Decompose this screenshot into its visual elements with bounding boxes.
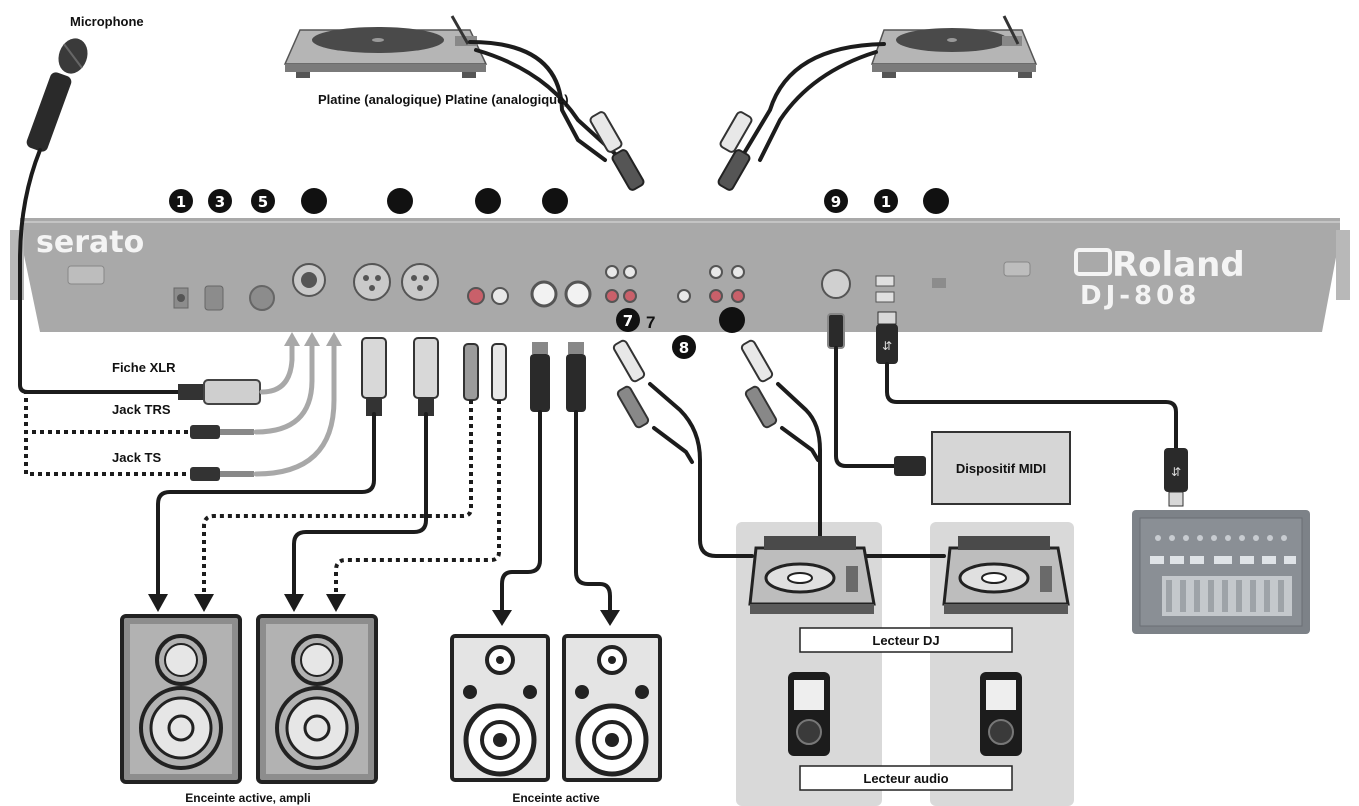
ts-jack-label: Jack TS [112, 450, 161, 465]
turntable-left [283, 15, 488, 78]
panel-connectors [67, 261, 1031, 311]
badge-blank-d [542, 188, 568, 214]
microphone-icon [26, 38, 88, 152]
usb-plug-computer: ⇵ [1164, 448, 1188, 507]
svg-text:5: 5 [258, 193, 268, 211]
active-speaker-left [450, 634, 550, 782]
svg-text:3: 3 [215, 193, 225, 211]
active-speaker-right [562, 634, 662, 782]
svg-text:Roland: Roland [1112, 245, 1245, 285]
badge-5: 5 [251, 189, 275, 213]
serato-logo: serato [36, 225, 144, 260]
rca-out-plugs [463, 343, 507, 401]
badge-3: 3 [208, 189, 232, 213]
xlr-plug [178, 379, 261, 405]
booth-out-plugs [530, 342, 586, 412]
badge-blank-a [301, 188, 327, 214]
svg-text:8: 8 [679, 339, 689, 357]
speaker-amp-left [120, 614, 242, 784]
rca-plugs-turntable-right [717, 111, 753, 191]
audio-player-right [980, 672, 1022, 756]
rca-plugs-turntable-left [589, 111, 645, 191]
active-speaker-label: Enceinte active [512, 791, 600, 805]
audio-player-label-box [799, 765, 1013, 791]
badge-7: 7 [616, 308, 640, 332]
dj-player-label-box [799, 627, 1013, 653]
badge-1: 1 [169, 189, 193, 213]
audio-player-label: Lecteur audio [863, 771, 948, 786]
model-name: DJ-808 [1080, 281, 1200, 311]
svg-text:1: 1 [176, 193, 186, 211]
rca-plugs-dj-left [612, 339, 650, 429]
rca-plugs-dj-right [740, 339, 778, 429]
ts-plug [190, 467, 254, 481]
badge-blank-b [387, 188, 413, 214]
controller-device [1132, 510, 1310, 634]
badge-blank-c [475, 188, 501, 214]
trs-plug [190, 425, 254, 439]
badge-blank-e [719, 307, 745, 333]
midi-plug [827, 313, 845, 349]
turntable-right [870, 15, 1038, 78]
master-xlr-plug-2 [413, 337, 439, 416]
master-xlr-plug-1 [361, 337, 387, 416]
turntables-label: Platine (analogique) Platine (analogique… [318, 92, 569, 107]
dj-player-label: Lecteur DJ [872, 633, 939, 648]
label-7: 7 [646, 313, 655, 332]
svg-text:⇵: ⇵ [882, 339, 892, 353]
svg-text:1: 1 [881, 193, 891, 211]
svg-text:9: 9 [831, 193, 841, 211]
midi-device-label: Dispositif MIDI [956, 461, 1046, 476]
badge-9: 9 [824, 189, 848, 213]
badge-blank-f [923, 188, 949, 214]
svg-text:7: 7 [623, 312, 633, 330]
badge-8: 8 [672, 335, 696, 359]
xlr-plug-label: Fiche XLR [112, 360, 176, 375]
dj-player-right [942, 536, 1070, 614]
svg-text:⇵: ⇵ [1171, 465, 1181, 479]
active-speaker-amp-label: Enceinte active, ampli [185, 791, 310, 805]
roland-logo: Roland [1074, 245, 1245, 285]
speaker-amp-right [256, 614, 378, 784]
trs-jack-label: Jack TRS [112, 402, 171, 417]
dj-player-left [748, 536, 876, 614]
audio-player-left [788, 672, 830, 756]
microphone-label: Microphone [70, 14, 144, 29]
badge-11: 1 [874, 189, 898, 213]
midi-device-box [931, 431, 1071, 505]
usb-plug: ⇵ [876, 311, 898, 364]
midi-device-plug [894, 456, 926, 476]
